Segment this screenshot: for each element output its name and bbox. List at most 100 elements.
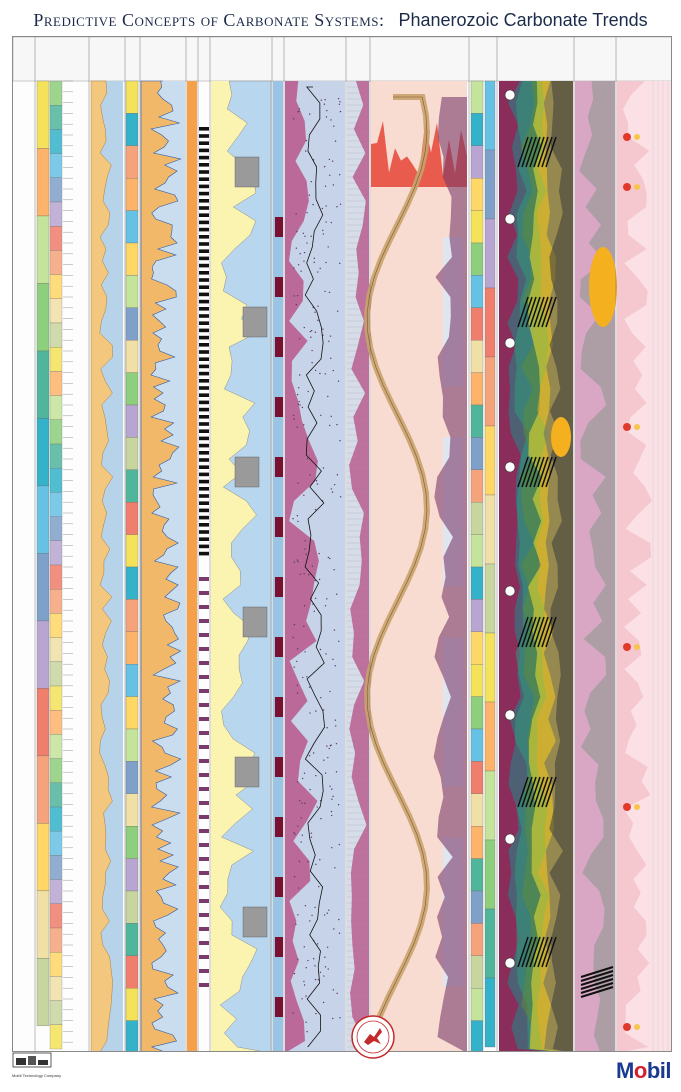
- pattern-dot: [320, 414, 322, 416]
- chart-frame: [12, 36, 672, 1052]
- pattern-dot: [306, 242, 308, 244]
- hatch-bottom: [580, 974, 614, 986]
- hatch-mark: [545, 456, 557, 488]
- skull-icon: [623, 803, 631, 811]
- hatch-bottom: [580, 966, 614, 978]
- pattern-dot: [327, 395, 329, 398]
- epoch-band: [49, 879, 63, 904]
- hatch-mark: [545, 616, 557, 648]
- pattern-dot: [324, 185, 327, 187]
- dark-marker: [275, 937, 283, 957]
- epoch-band: [49, 201, 63, 227]
- pattern-dot: [333, 629, 336, 631]
- sequence-circle: [504, 709, 516, 721]
- hatch-mark: [521, 456, 533, 488]
- pattern-dot: [292, 636, 294, 639]
- pattern-dot: [296, 660, 298, 663]
- hatch-mark: [517, 296, 529, 328]
- dark-marker: [275, 397, 283, 417]
- era-band-right: [484, 149, 496, 220]
- hatch-mark: [529, 776, 541, 808]
- period-band-right: [470, 404, 484, 438]
- pattern-dot: [296, 393, 299, 396]
- stage-band: [125, 955, 139, 989]
- pattern-dot: [301, 777, 304, 780]
- pattern-dot: [303, 251, 306, 254]
- credit-chart-icon: [12, 1052, 52, 1068]
- pattern-dot: [311, 914, 313, 917]
- hatch-mark: [541, 296, 553, 328]
- polarity-band-lower: [199, 955, 209, 959]
- pattern-dot: [324, 290, 326, 293]
- pattern-dot: [296, 230, 298, 233]
- era-band-right: [484, 908, 496, 979]
- stage-band: [125, 858, 139, 892]
- epoch-band: [49, 274, 63, 299]
- epoch-band: [49, 177, 63, 203]
- pattern-dot: [325, 261, 327, 264]
- yellow-lobe: [589, 247, 617, 327]
- pattern-dot: [319, 267, 321, 270]
- pattern-dot: [337, 98, 340, 100]
- stage-band: [125, 372, 139, 406]
- period-band: [36, 755, 50, 824]
- pattern-dot: [336, 423, 338, 426]
- trend-line: [304, 86, 326, 1048]
- dark-marker: [275, 637, 283, 657]
- polarity-band-lower: [199, 857, 209, 861]
- polarity-band: [199, 422, 209, 426]
- period-band-right: [470, 988, 484, 1021]
- pattern-dot: [330, 357, 332, 359]
- pattern-dot: [318, 578, 321, 581]
- polarity-band: [199, 350, 209, 354]
- pattern-dot: [324, 772, 327, 774]
- pattern-dot: [324, 373, 327, 375]
- wavy-band-edge: [366, 96, 428, 1051]
- epoch-band: [49, 685, 63, 711]
- facies-area: [549, 81, 573, 1051]
- pattern-dot: [297, 520, 299, 523]
- polarity-band: [199, 436, 209, 441]
- pattern-dot: [317, 271, 319, 273]
- pattern-dot: [308, 686, 311, 688]
- dark-marker: [275, 457, 283, 477]
- pattern-dot: [332, 369, 335, 372]
- polarity-band-lower: [199, 647, 209, 651]
- era-band-right: [484, 494, 496, 565]
- period-band-right: [470, 1020, 484, 1051]
- period-band-right: [470, 955, 484, 989]
- pattern-dot: [298, 887, 300, 889]
- hatch-mark: [525, 136, 537, 168]
- pattern-dot: [331, 798, 333, 800]
- pattern-dot: [326, 946, 329, 948]
- era-band-right: [484, 356, 496, 427]
- pattern-dot: [302, 232, 305, 235]
- pattern-dot: [307, 959, 309, 962]
- hatch-mark: [533, 936, 545, 968]
- stage-band: [125, 502, 139, 535]
- extinction-marker: [634, 804, 640, 810]
- hatch-mark: [517, 456, 529, 488]
- hatch-mark: [537, 776, 549, 808]
- period-band-right: [470, 113, 484, 146]
- polarity-band-lower: [199, 787, 209, 791]
- pattern-dot: [310, 836, 313, 838]
- epoch-band: [49, 976, 63, 1001]
- pattern-dot: [323, 759, 325, 761]
- epoch-band: [49, 1024, 63, 1050]
- period-band-right: [470, 599, 484, 632]
- stage-band: [125, 80, 139, 114]
- pattern-dot: [297, 403, 300, 405]
- pattern-dot: [324, 605, 327, 607]
- hatch-mark: [541, 776, 553, 808]
- polarity-band: [199, 494, 209, 498]
- era-band-right: [484, 80, 496, 151]
- pattern-dot: [319, 859, 321, 861]
- pattern-dot: [314, 965, 316, 967]
- era-band-right: [484, 632, 496, 703]
- period-band: [36, 485, 50, 554]
- polarity-band: [199, 335, 209, 340]
- skull-icon: [623, 1023, 631, 1031]
- pattern-dot: [309, 113, 311, 115]
- column-header-strip: [13, 37, 671, 82]
